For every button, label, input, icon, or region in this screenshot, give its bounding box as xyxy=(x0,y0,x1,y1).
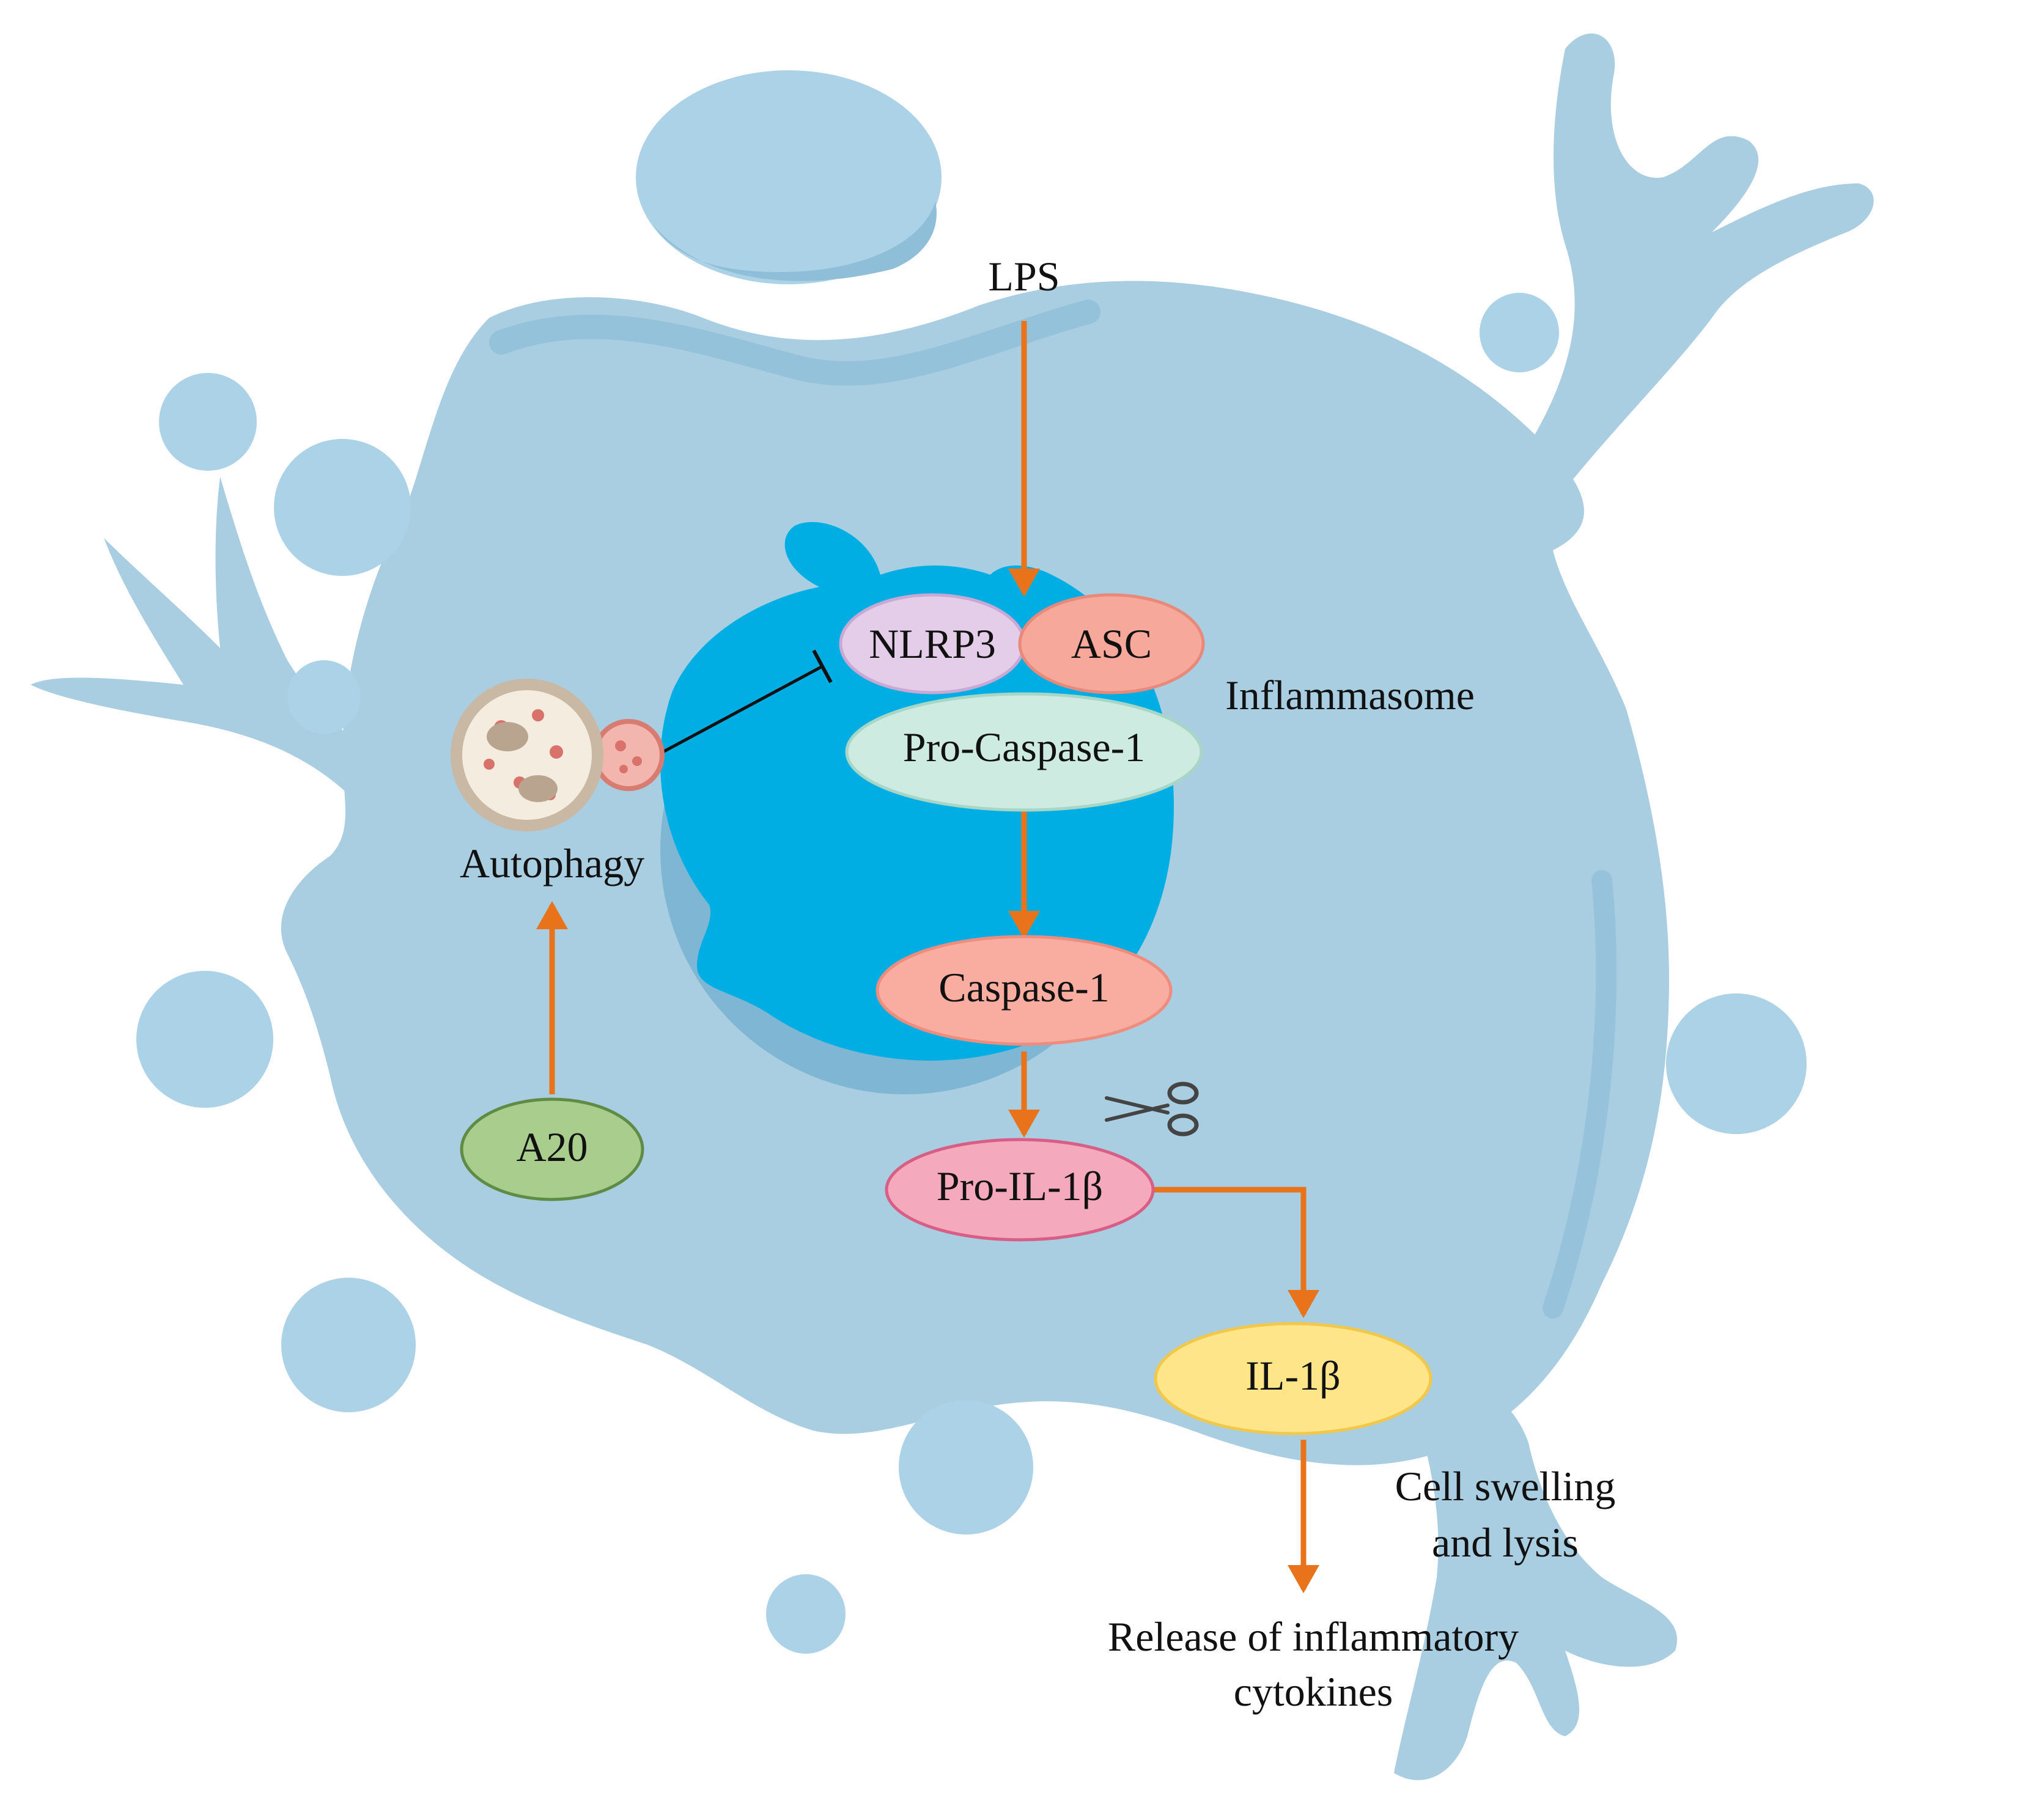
vesicle-bottom-1 xyxy=(899,1400,1033,1534)
pro-caspase1-label: Pro-Caspase-1 xyxy=(903,724,1146,770)
inflammasome-label: Inflammasome xyxy=(1225,672,1475,718)
vesicle-left-1 xyxy=(159,373,257,471)
vesicle-left-5 xyxy=(281,1278,416,1412)
cargo-dot xyxy=(550,745,563,759)
a20-node xyxy=(460,1097,644,1201)
lps-label: LPS xyxy=(988,253,1060,300)
arrows xyxy=(536,321,1319,1593)
il1b-label: IL-1β xyxy=(1245,1352,1340,1399)
a20-label: A20 xyxy=(516,1124,588,1170)
release-label-line1: Release of inflammatory xyxy=(1108,1613,1519,1660)
autophagy-label: Autophagy xyxy=(460,840,644,886)
cell-projection-bottom-right xyxy=(1394,1369,1678,1780)
scissors-icon xyxy=(1105,1081,1199,1137)
vesicle-right xyxy=(1666,993,1807,1134)
cargo-organelle xyxy=(487,722,528,751)
release-label-line2: cytokines xyxy=(1234,1668,1393,1715)
inhibition-autophagy-to-nlrp3 xyxy=(656,665,824,757)
cell-rim-right xyxy=(1543,870,1617,1319)
vesicle-left-2 xyxy=(274,439,411,576)
il1b-node xyxy=(1154,1322,1432,1435)
cell-swelling-label-line2: and lysis xyxy=(1432,1519,1579,1566)
vesicle-top xyxy=(636,70,942,284)
cell-projection-top-right xyxy=(1516,33,1874,490)
lysosome-dot xyxy=(615,740,626,751)
labels: LPS Inflammasome Autophagy Cell swelling… xyxy=(460,253,1615,1715)
pro-caspase1-node xyxy=(845,692,1203,812)
vesicles xyxy=(136,70,1807,1654)
cargo-dot xyxy=(532,709,544,721)
pro-il1b-node xyxy=(885,1138,1155,1242)
vesicle-bottom-2 xyxy=(766,1574,846,1654)
inhibition-bar xyxy=(812,649,833,683)
asc-node xyxy=(1018,593,1205,694)
cell-rim-top xyxy=(489,300,1100,386)
autophagosome-icon xyxy=(451,679,665,831)
caspase1-node xyxy=(875,935,1173,1046)
inflammasome-complex: NLRP3 ASC Pro-Caspase-1 xyxy=(839,593,1205,812)
vesicle-top-shade xyxy=(654,202,937,281)
pathway-nodes: Caspase-1 Pro-IL-1β IL-1β A20 xyxy=(460,935,1432,1435)
cargo-dot xyxy=(484,759,495,770)
pro-il1b-label: Pro-IL-1β xyxy=(937,1163,1104,1209)
lysosome-bud xyxy=(592,719,665,791)
arrow-proil1b-to-il1b xyxy=(1149,1187,1319,1318)
cargo-organelle xyxy=(518,775,558,802)
vesicle-left-3 xyxy=(287,660,361,734)
vesicle-top-right xyxy=(1480,293,1559,372)
autophagosome-inner xyxy=(462,690,592,820)
lysosome-dot xyxy=(619,765,628,773)
caspase1-label: Caspase-1 xyxy=(938,964,1109,1011)
vesicle-left-4 xyxy=(136,971,273,1108)
asc-label: ASC xyxy=(1071,621,1152,667)
nlrp3-label: NLRP3 xyxy=(869,621,996,667)
lysosome-dot xyxy=(632,756,642,766)
cell-swelling-label-line1: Cell swelling xyxy=(1395,1463,1616,1509)
cell-projection-left xyxy=(31,477,391,813)
